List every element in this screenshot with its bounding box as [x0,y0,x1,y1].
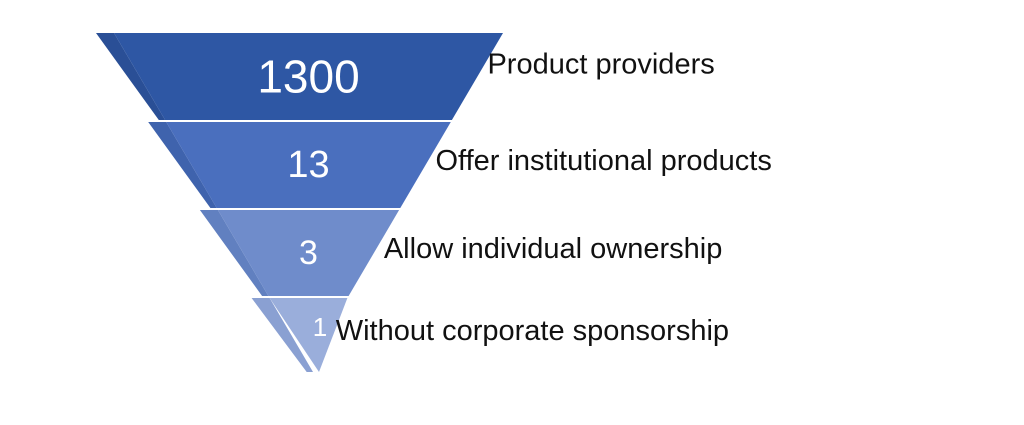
funnel-tier-4-label: Without corporate sponsorship [336,315,729,347]
funnel-tier-3-side-face [199,210,269,296]
funnel-tier-1-label: Product providers [487,49,714,81]
funnel-tier-2-side-face [148,122,217,208]
funnel-tier-3-label: Allow individual ownership [384,233,723,265]
funnel-tier-2-face [166,122,451,208]
funnel-tier-3-face [217,210,400,296]
funnel-tier-2-label: Offer institutional products [436,145,772,177]
funnel-tier-3-value: 3 [299,234,318,272]
funnel-tier-4-value: 1 [313,312,327,342]
funnel-tier-1-value: 1300 [257,51,359,103]
funnel-tier-4-side-face [251,298,313,372]
funnel-tier-4: 1 Without corporate sponsorship [251,298,729,372]
funnel-tier-1-face [114,33,503,120]
funnel-tier-1: 1300 Product providers [96,33,715,120]
funnel-tier-1-side-face [96,33,166,120]
funnel-tier-3: 3 Allow individual ownership [199,210,723,296]
funnel-tier-4-face [269,298,348,372]
funnel-tier-2-value: 13 [287,144,329,186]
funnel-tier-2: 13 Offer institutional products [148,122,772,208]
